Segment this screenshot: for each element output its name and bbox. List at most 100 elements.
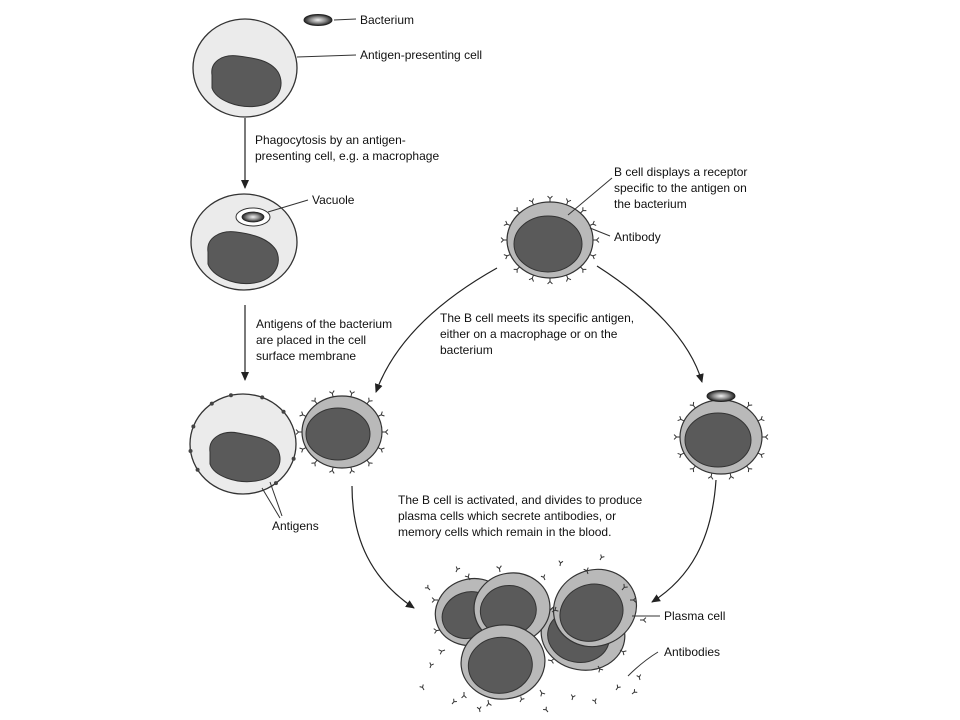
b-cell-top-receptors (500, 195, 600, 285)
antibody-receptor-icon (640, 617, 647, 623)
vacuole-cell-nucleus (207, 231, 279, 285)
antibody-receptor-icon (299, 411, 307, 417)
antibodies-label: Antibodies (664, 645, 720, 659)
arrow-right-to-plasma (651, 479, 717, 603)
antibody-receptor-icon (503, 254, 511, 260)
free-antibody-icon (419, 684, 425, 691)
antibody-receptor-icon (366, 459, 373, 467)
b-cell-top-nucleus (513, 215, 583, 273)
antibody-receptor-icon (349, 390, 355, 398)
antigen-marker-icon (228, 393, 233, 398)
arrow-left-to-plasma (351, 485, 415, 609)
antibody-receptor-icon (583, 567, 589, 575)
bacterium-icon (303, 14, 333, 26)
antigen-marker-icon (195, 467, 200, 472)
antigen-marker-icon (281, 409, 286, 414)
antibody-receptor-icon (299, 447, 307, 453)
antigens-leader-line-1 (261, 487, 281, 519)
antibody-receptor-icon (513, 266, 520, 273)
free-antibody-icon (570, 694, 576, 701)
antibody-receptor-icon (528, 274, 535, 282)
antibody-receptor-icon (677, 452, 685, 459)
apc-leader-line (296, 54, 357, 58)
antibody-receptor-icon (329, 390, 335, 398)
b-cell-left-receptors (295, 390, 389, 474)
antibody-receptor-icon (619, 649, 627, 656)
antibody-receptor-icon (382, 429, 389, 435)
antibody-receptor-icon (496, 565, 502, 573)
antibodies-leader-line (627, 651, 659, 677)
plasma-cell-label: Plasma cell (664, 609, 725, 623)
antibody-receptor-icon (500, 237, 507, 243)
free-antibody-icon (424, 584, 431, 591)
antibody-receptor-icon (621, 583, 628, 591)
antibody-receptor-icon (329, 466, 335, 474)
free-antibody-icon (558, 560, 564, 567)
antibody-receptor-icon (295, 429, 302, 435)
antibody-receptor-icon (349, 466, 355, 474)
antibody-receptor-icon (377, 411, 385, 417)
antibody-receptor-icon (547, 658, 555, 664)
free-antibody-icon (615, 684, 621, 691)
bound-bacterium-icon (706, 390, 736, 402)
b-cell-right-nucleus (684, 412, 752, 468)
antibody-receptor-icon (461, 692, 467, 699)
antibody-receptor-icon (528, 198, 535, 206)
antibody-receptor-icon (431, 597, 438, 603)
antibody-label: Antibody (614, 230, 661, 244)
antibody-receptor-icon (630, 597, 637, 603)
b-cell-activated-text: The B cell is activated, and divides to … (398, 493, 645, 539)
antibody-receptor-icon (589, 254, 597, 260)
antibody-receptor-icon (547, 195, 553, 202)
b-cell-receptor-leader-line (567, 177, 613, 216)
b-cell-left (295, 390, 389, 474)
plasma-cell (460, 624, 546, 700)
antibody-receptor-icon (438, 649, 446, 655)
antibody-receptor-icon (707, 472, 714, 480)
antibody-receptor-icon (589, 220, 597, 226)
antibody-receptor-icon (377, 447, 385, 453)
antibody-receptor-icon (746, 465, 753, 473)
phagocytosis-text: Phagocytosis by an antigen- presenting c… (255, 133, 439, 163)
vacuole-bacterium-icon (241, 211, 265, 223)
antibody-receptor-icon (366, 397, 373, 405)
antigen-marker-icon (191, 424, 196, 429)
antibody-receptor-icon (580, 266, 587, 273)
free-antibody-icon (543, 706, 549, 713)
free-antibody-icon (519, 696, 525, 703)
b-cell-top (500, 195, 600, 285)
antibody-receptor-icon (757, 452, 765, 459)
b-cell-receptor-text: B cell displays a receptor specific to t… (614, 165, 751, 211)
antibody-receptor-icon (565, 198, 572, 206)
free-antibody-icon (476, 706, 482, 713)
antibody-receptor-icon (464, 573, 471, 581)
antibody-receptor-icon (757, 415, 765, 422)
free-antibodies (419, 554, 642, 713)
b-cell-left-nucleus (305, 407, 371, 461)
b-cell-right-receptors (673, 401, 769, 480)
antibody-receptor-icon (311, 397, 318, 405)
antibody-receptor-icon (746, 401, 753, 409)
antibody-receptor-icon (547, 278, 553, 285)
antibody-leader-line (589, 227, 611, 237)
vacuole-leader-line (267, 199, 309, 213)
antibody-receptor-icon (677, 415, 685, 422)
antibody-receptor-icon (486, 699, 492, 707)
antigen-markers (188, 393, 296, 486)
plasma-cell-cluster (419, 554, 647, 713)
antibody-receptor-icon (513, 207, 520, 214)
antibody-receptor-icon (689, 465, 696, 473)
free-antibody-icon (455, 566, 461, 573)
arrow-to-bacterium (596, 265, 704, 383)
plasma-cell (473, 572, 551, 644)
antibody-receptor-icon (593, 237, 600, 243)
free-antibody-icon (592, 698, 597, 705)
b-cell-right (673, 399, 769, 480)
plasma-receptors (431, 565, 647, 707)
antibody-receptor-icon (539, 689, 546, 697)
free-antibody-icon (429, 662, 434, 669)
free-antibody-icon (636, 674, 642, 681)
antibody-receptor-icon (728, 472, 735, 480)
antigen-marker-icon (260, 395, 265, 400)
